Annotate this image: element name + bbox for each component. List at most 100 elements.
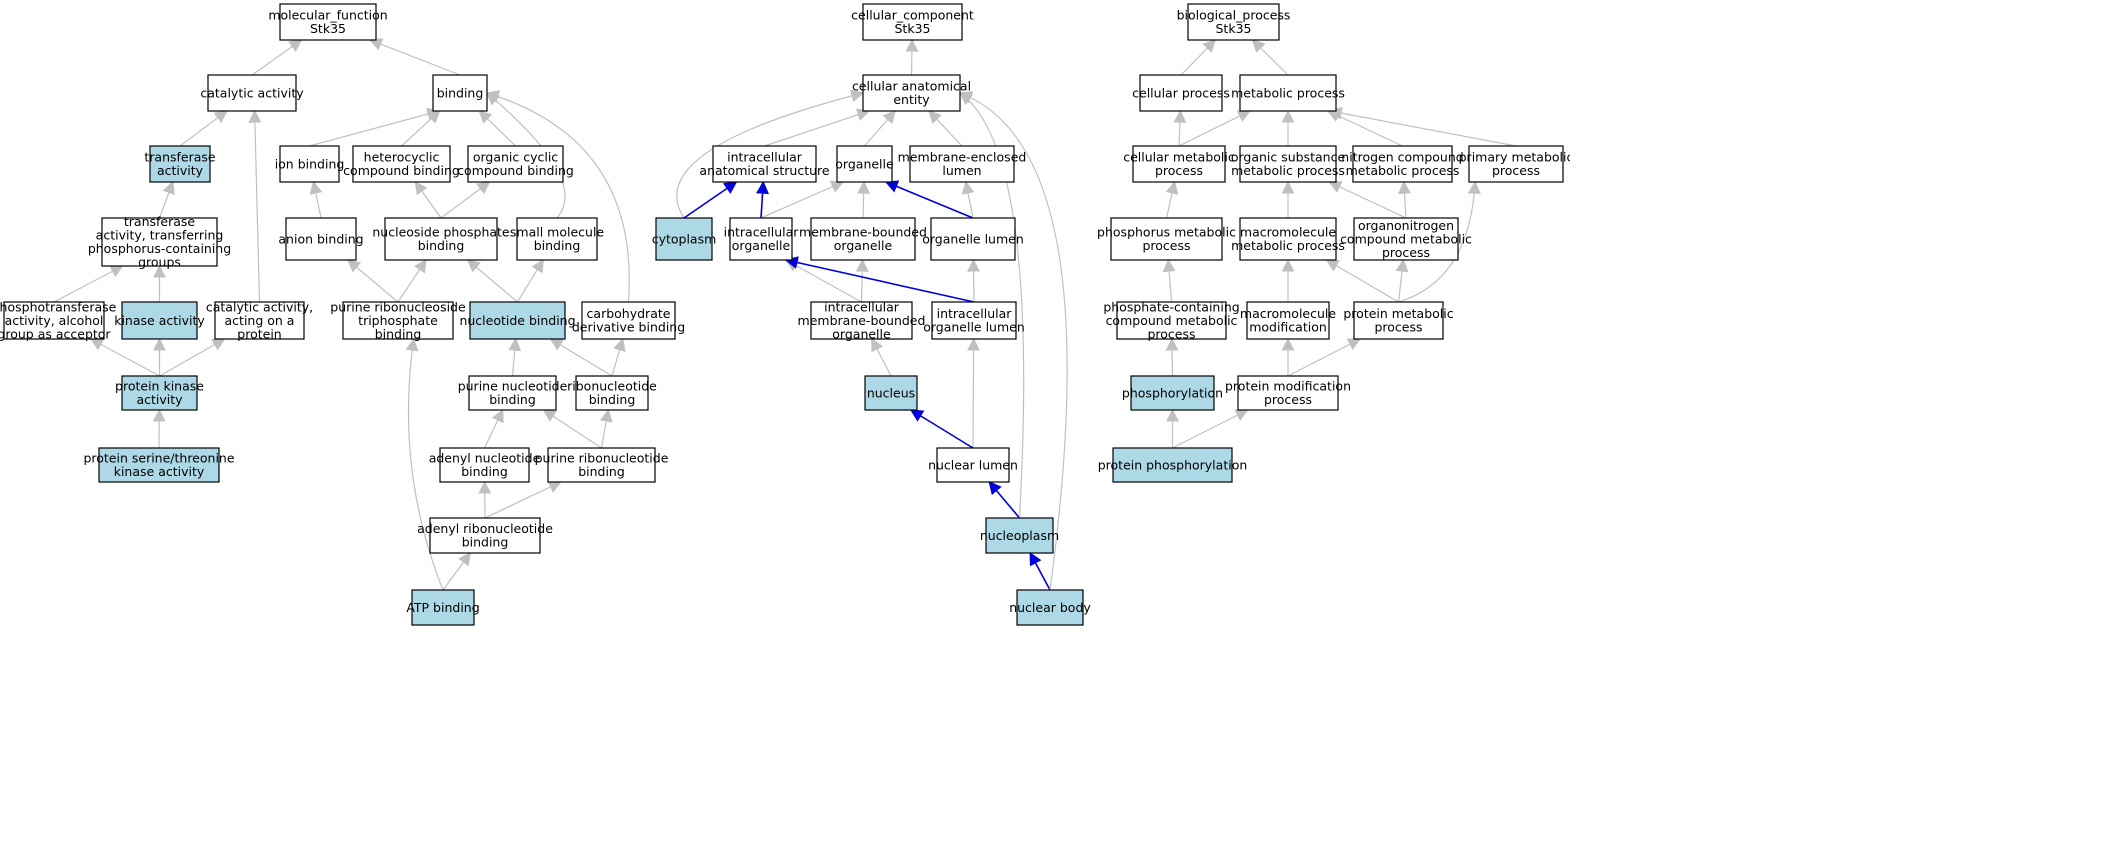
node-box bbox=[1112, 447, 1233, 483]
node-catalytic[interactable]: catalytic activity bbox=[200, 74, 304, 112]
node-nuclear-lumen[interactable]: nuclear lumen bbox=[928, 447, 1018, 483]
node-box bbox=[1016, 589, 1084, 626]
edge-prot-metab-to-primary bbox=[1398, 180, 1481, 303]
node-box bbox=[1130, 375, 1215, 411]
node-label: cytoplasm bbox=[652, 231, 717, 246]
node-box bbox=[712, 145, 817, 183]
edge-hetero-to-binding bbox=[401, 110, 441, 147]
node-box bbox=[1239, 217, 1337, 261]
edge-prot-phos-to-prot-mod bbox=[1172, 409, 1249, 449]
edge-ion-binding-to-binding bbox=[309, 107, 441, 147]
edge-mel-to-cae bbox=[928, 110, 963, 147]
node-kinase[interactable]: kinase activity bbox=[114, 301, 205, 340]
node-ol[interactable]: organelle lumen bbox=[922, 217, 1024, 261]
edge-ribonucleotide-to-nucleotide-b bbox=[549, 338, 613, 377]
edge-nucleotide-b-to-small-mol bbox=[516, 258, 544, 303]
node-box bbox=[836, 145, 893, 183]
node-nucleus[interactable]: nucleus bbox=[864, 375, 918, 411]
node-phosphorylation[interactable]: phosphorylation bbox=[1122, 375, 1223, 411]
node-nucleoplasm[interactable]: nucleoplasm bbox=[980, 517, 1059, 554]
node-cytoplasm[interactable]: cytoplasm bbox=[652, 217, 717, 261]
edge-imbo-to-mbo bbox=[855, 258, 869, 303]
node-label: kinase activity bbox=[114, 313, 205, 328]
node-prot-phos[interactable]: protein phosphorylation bbox=[1098, 447, 1248, 483]
node-box bbox=[342, 301, 454, 340]
edge-nuclear-lumen-to-nucleus bbox=[909, 409, 974, 449]
node-label: nucleus bbox=[867, 385, 915, 400]
node-ion-binding[interactable]: ion binding bbox=[275, 145, 345, 183]
node-box bbox=[121, 301, 198, 340]
node-box bbox=[655, 217, 713, 261]
node-nucleotide-b[interactable]: nucleotide binding bbox=[459, 301, 576, 340]
edge-protein-kinase-to-phosphotransferase bbox=[89, 338, 160, 377]
node-organelle[interactable]: organelle bbox=[835, 145, 894, 183]
edge-prot-metab-to-organonitrogen bbox=[1395, 258, 1409, 303]
node-box bbox=[862, 74, 961, 112]
edge-primary-to-metab bbox=[1328, 106, 1517, 147]
node-cell-proc[interactable]: cellular process bbox=[1132, 74, 1230, 112]
edge-prot-mod-to-prot-metab bbox=[1287, 338, 1362, 377]
edge-nucleoside-phos-to-hetero bbox=[414, 180, 442, 219]
node-metab[interactable]: metabolic process bbox=[1231, 74, 1345, 112]
edge-iol-to-ol bbox=[967, 258, 981, 303]
node-atp[interactable]: ATP binding bbox=[406, 589, 480, 626]
node-box bbox=[1116, 301, 1227, 340]
edge-metab-to-bp-root bbox=[1251, 39, 1289, 76]
edge-phosphorylation-to-phos-compound bbox=[1165, 337, 1179, 377]
node-anion[interactable]: anion binding bbox=[278, 217, 364, 261]
node-label: ATP binding bbox=[406, 600, 479, 615]
node-nuclear-body[interactable]: nuclear body bbox=[1009, 589, 1091, 626]
node-binding[interactable]: binding bbox=[432, 74, 488, 112]
node-box bbox=[98, 447, 220, 483]
